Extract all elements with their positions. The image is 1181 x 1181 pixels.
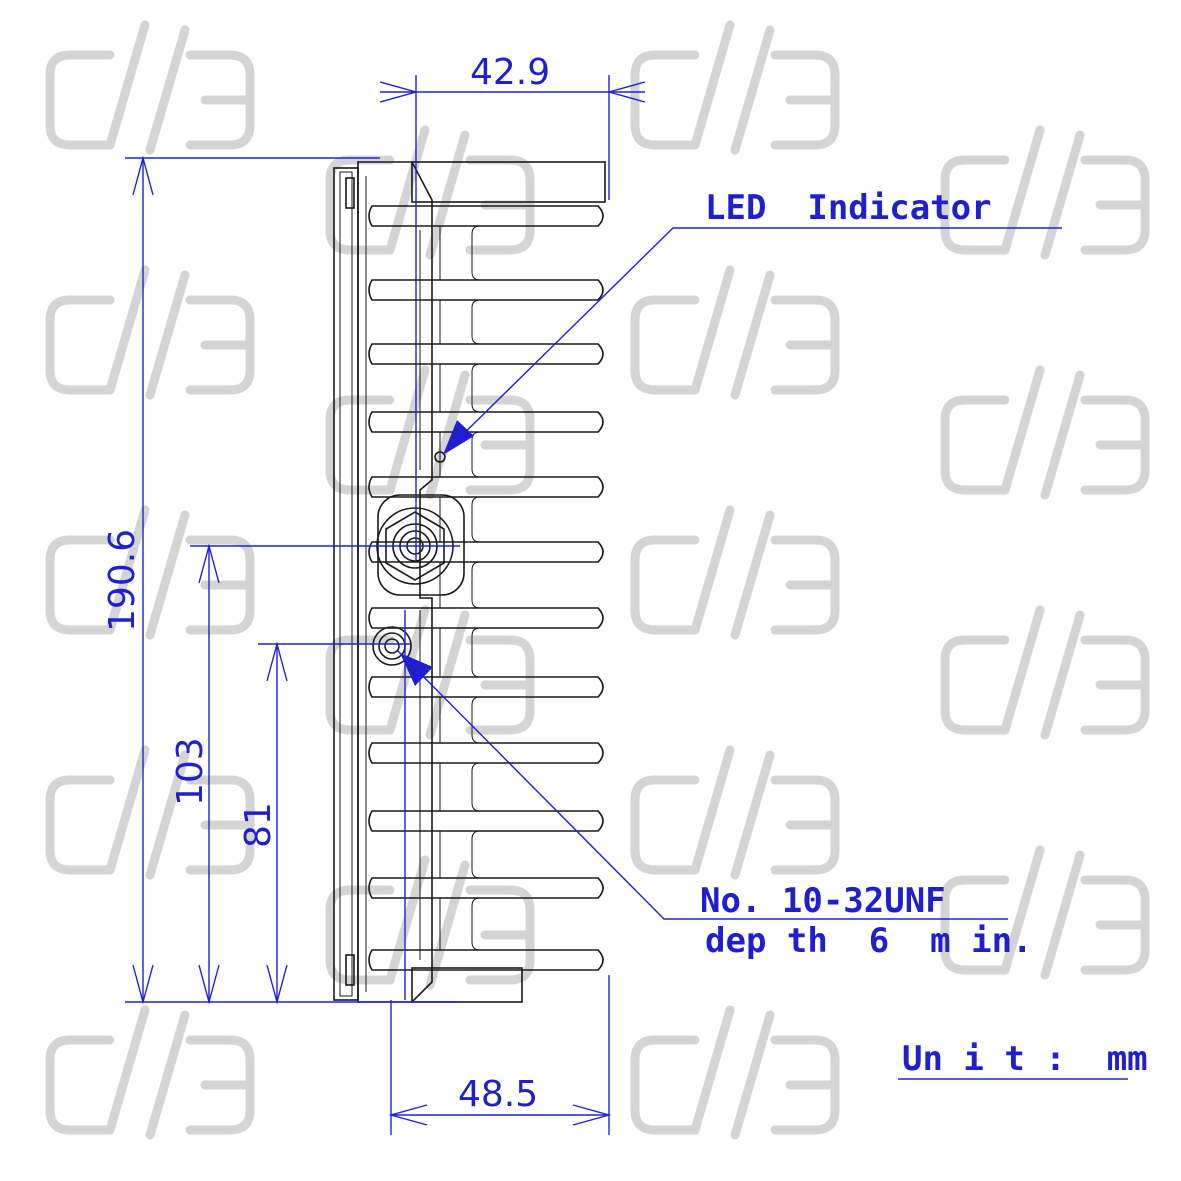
cooling-fins xyxy=(368,205,604,971)
fin-slot xyxy=(439,830,460,879)
fin-slot xyxy=(439,431,460,478)
fin-4 xyxy=(368,411,604,433)
fin-1 xyxy=(368,205,604,227)
fin-6 xyxy=(368,541,604,563)
fin-channel xyxy=(471,299,548,345)
thread-depth-label: dep th 6 m in. xyxy=(705,921,1033,961)
fin-3 xyxy=(368,343,604,365)
dim-connector-height: 103 xyxy=(170,737,211,806)
fin-channel xyxy=(471,830,548,879)
fin-channel xyxy=(471,363,548,413)
fin-slot xyxy=(439,225,460,281)
led-indicator-label: LED Indicator xyxy=(705,188,992,228)
fin-channel xyxy=(471,762,548,812)
callout-leaders xyxy=(397,227,1128,1080)
unit-label: Un i t : mm xyxy=(902,1039,1148,1079)
fin-channel xyxy=(471,696,548,744)
fin-slot xyxy=(439,897,460,951)
heatsink-outline xyxy=(333,161,606,1003)
fin-8 xyxy=(368,676,604,698)
fin-channel xyxy=(471,561,548,609)
fin-channel xyxy=(471,627,548,678)
fin-slot xyxy=(439,696,460,744)
fin-10 xyxy=(368,810,604,832)
dimension-arrows xyxy=(132,81,646,1126)
fin-channel xyxy=(471,225,548,281)
fin-channel xyxy=(471,897,548,951)
dimension-lines xyxy=(125,75,645,1135)
dim-total-height: 190.6 xyxy=(102,529,143,632)
fin-channel xyxy=(471,496,548,543)
led-indicator xyxy=(434,451,446,463)
fin-2 xyxy=(368,279,604,301)
dim-top-depth: 42.9 xyxy=(470,52,550,93)
fin-5 xyxy=(368,476,604,498)
fin-12 xyxy=(368,949,604,971)
fin-slot xyxy=(439,363,460,413)
fin-slot xyxy=(439,762,460,812)
dim-bottom-depth: 48.5 xyxy=(458,1074,538,1115)
dim-mount-hole-height: 81 xyxy=(238,802,279,848)
fin-slot xyxy=(439,627,460,678)
fin-slot xyxy=(439,299,460,345)
fin-channel xyxy=(471,431,548,478)
fin-7 xyxy=(368,607,604,629)
fin-11 xyxy=(368,877,604,899)
fin-slot xyxy=(439,561,460,609)
thread-spec-label: No. 10-32UNF xyxy=(700,881,946,921)
fin-9 xyxy=(368,742,604,764)
